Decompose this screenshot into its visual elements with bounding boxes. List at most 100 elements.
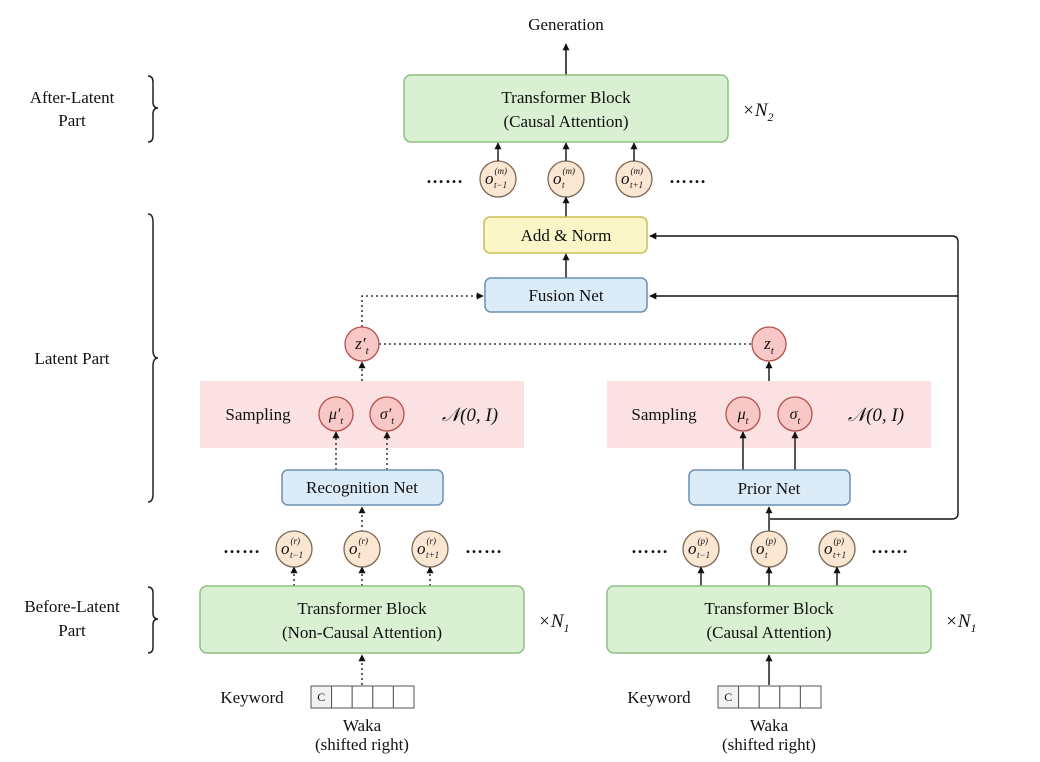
left-token-strip: C [310,685,415,709]
latent-brace [147,213,159,503]
right-keyword-label: Keyword [627,688,691,707]
left-mu-circle [318,396,354,432]
before-latent-label-line2: Part [58,621,86,640]
right-transformer-block: Transformer Block (Causal Attention) [606,585,932,654]
left-output-label: o(r)t+1 [417,536,439,560]
add-norm-label: Add & Norm [521,226,612,245]
right-output-label: o(p)t [756,536,776,560]
zprime-to-fusion-arrow [361,292,484,327]
top-transformer-title: Transformer Block [501,88,631,107]
left-output-circles: o(r)t−1 o(r)t o(r)t+1 [275,530,449,568]
residual-to-addnorm-arrow [649,232,959,520]
right-token-cell [758,685,781,709]
top-transformer-block: Transformer Block (Causal Attention) [403,74,729,143]
add-norm-block: Add & Norm [483,216,648,254]
z-node: zt [751,326,787,362]
right-output-circles: o(p)t−1 o(p)t o(p)t+1 [682,530,856,568]
right-output-label: o(p)t−1 [688,536,710,560]
left-sigma-label: σ′t [380,406,394,427]
before-latent-brace [147,586,159,654]
prior-net-block: Prior Net [688,469,851,506]
left-output-label: o(r)t [349,536,368,560]
left-normal-label: 𝒩(0, I) [442,405,498,426]
right-input-label-line2: (shifted right) [722,735,816,754]
z-prime-circle [344,326,380,362]
right-sampling-label: Sampling [631,405,697,424]
left-transformer-subtitle: (Non-Causal Attention) [282,623,442,642]
right-token-cell [779,685,801,709]
left-output-label: o(r)t−1 [281,536,303,560]
right-transformer-subtitle: (Causal Attention) [706,623,831,642]
fusion-net-block: Fusion Net [484,277,648,313]
generation-label: Generation [528,15,604,34]
after-latent-brace [147,75,159,143]
right-sigma-circle [777,396,813,432]
z-prime-label: z′t [354,334,369,357]
left-token-label: C [317,690,325,704]
fusion-net-box [484,277,648,313]
left-repeat-label: ×N1 [538,611,570,635]
top-repeat-label: ×N2 [742,100,774,124]
right-sampling-panel: Sampling μt σt 𝒩(0, I) [607,381,931,448]
right-ellipsis-left: …… [631,537,669,557]
right-mu-label: μt [737,406,749,427]
z-circle [751,326,787,362]
z-label: zt [763,334,775,357]
right-transformer-title: Transformer Block [704,599,834,618]
left-input-label-line2: (shifted right) [315,735,409,754]
right-token-cell [799,685,822,709]
top-output-label: o(m)t+1 [621,166,643,190]
right-token-cell [738,685,760,709]
right-token-strip: C [717,685,822,709]
left-transformer-box [199,585,525,654]
right-ellipsis-right: …… [871,537,909,557]
left-transformer-block: Transformer Block (Non-Causal Attention) [199,585,525,654]
left-input-label-line1: Waka [343,716,382,735]
right-transformer-box [606,585,932,654]
left-token-cell [331,685,353,709]
top-ellipsis-left: …… [426,167,464,187]
left-ellipsis-right: …… [465,537,503,557]
right-input-label-line1: Waka [750,716,789,735]
right-output-label: o(p)t+1 [824,536,846,560]
right-mu-circle [725,396,761,432]
after-latent-label-line1: After-Latent [30,88,115,107]
before-latent-label-line1: Before-Latent [24,597,120,616]
left-mu-label: μ′t [328,406,344,427]
right-token-label: C [724,690,732,704]
top-transformer-subtitle: (Causal Attention) [503,112,628,131]
add-norm-box [483,216,648,254]
before-latent-section: Before-Latent Part [24,586,159,654]
prior-net-box [688,469,851,506]
recognition-net-block: Recognition Net [281,469,444,506]
left-keyword-label: Keyword [220,688,284,707]
left-token-cell [372,685,394,709]
top-output-label: o(m)t−1 [485,166,507,190]
prior-net-label: Prior Net [738,479,801,498]
right-sigma-label: σt [790,406,801,427]
latent-section: Latent Part [34,213,159,503]
top-transformer-box [403,74,729,143]
right-normal-label: 𝒩(0, I) [848,405,904,426]
top-output-circles: o(m)t−1 o(m)t o(m)t+1 [479,160,653,198]
right-sampling-box [607,381,931,448]
after-latent-label-line2: Part [58,111,86,130]
left-token-cell [392,685,415,709]
right-repeat-label: ×N1 [945,611,977,635]
left-sampling-box [200,381,524,448]
recognition-net-box [281,469,444,506]
left-sigma-circle [369,396,405,432]
left-sampling-label: Sampling [225,405,291,424]
after-latent-section: After-Latent Part [30,75,159,143]
fusion-net-label: Fusion Net [528,286,603,305]
recognition-net-label: Recognition Net [306,478,418,497]
left-ellipsis-left: …… [223,537,261,557]
left-transformer-title: Transformer Block [297,599,427,618]
top-ellipsis-right: …… [669,167,707,187]
left-token-cell [351,685,374,709]
left-sampling-panel: Sampling μ′t σ′t 𝒩(0, I) [200,381,524,448]
top-output-label: o(m)t [553,166,575,190]
latent-label: Latent Part [34,349,109,368]
z-prime-node: z′t [344,326,380,362]
